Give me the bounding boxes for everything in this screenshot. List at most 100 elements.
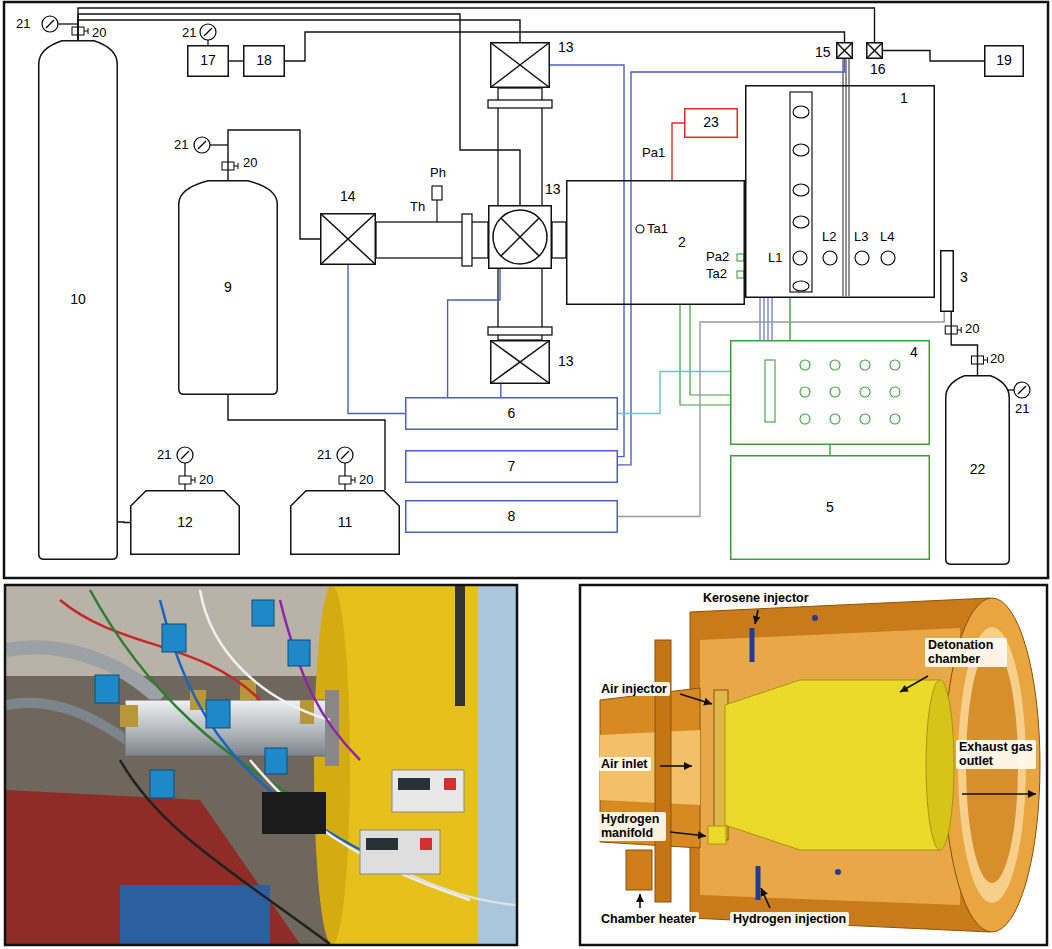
shape-outline	[731, 341, 930, 445]
component-box: 18	[243, 45, 285, 77]
shape-outline	[837, 43, 853, 59]
solenoid-valve: 13	[490, 42, 550, 88]
air-plenum: 2	[566, 180, 745, 305]
shape-outline	[491, 341, 550, 384]
callout-number: 20	[359, 473, 373, 488]
shape-outline	[489, 206, 552, 269]
shape-outline	[188, 46, 229, 77]
combustor-cutaway	[725, 680, 940, 850]
shape-outline	[406, 398, 618, 430]
shape-outline	[491, 341, 550, 384]
sensor-symbol	[737, 271, 744, 278]
gas-cylinder: 22	[945, 375, 1010, 565]
pressure-gauge	[200, 24, 216, 40]
shutoff-valve	[179, 476, 195, 484]
lab-photo	[162, 624, 186, 652]
gas-tank: 11	[290, 490, 400, 555]
signal-bundle	[772, 298, 773, 340]
shape-outline	[491, 341, 550, 384]
shape-outline	[490, 42, 550, 88]
callout-number: 20	[243, 156, 257, 171]
shape-outline	[493, 210, 547, 264]
shape-outline	[837, 43, 853, 59]
lab-photo	[280, 600, 360, 760]
shape-outline	[837, 43, 853, 59]
gauge-line	[58, 23, 78, 24]
callout-number: 21	[16, 17, 30, 32]
lab-photo	[6, 790, 300, 944]
combustor-cutaway	[700, 628, 960, 905]
shape-outline	[567, 181, 745, 305]
controller-box: 8	[405, 500, 618, 533]
callout-number: 21	[174, 138, 188, 153]
shape-outline	[491, 43, 550, 88]
lab-photo	[250, 760, 470, 900]
part-label: Detonation chamber	[925, 638, 1007, 667]
shape-outline	[39, 41, 118, 560]
pipe-line	[228, 395, 385, 490]
air-heater-tube	[462, 214, 472, 266]
shape-outline	[867, 43, 883, 59]
lab-photo	[392, 770, 464, 812]
callout-number: 7	[508, 459, 516, 474]
pressure-gauge	[1014, 382, 1030, 398]
lab-photo	[120, 760, 330, 944]
signal-bundle	[760, 298, 772, 340]
leader-arrow	[755, 610, 758, 624]
combustor-cutaway	[708, 826, 726, 844]
combustor-cutaway	[626, 850, 652, 890]
signal-name: Ta1	[647, 222, 668, 237]
gauge-line	[58, 24, 1014, 490]
sensor-symbol	[432, 186, 442, 200]
signal-name: L4	[880, 230, 894, 245]
pressure-gauge	[42, 16, 1030, 463]
callout-number: 20	[92, 26, 106, 41]
lab-photo	[360, 830, 440, 874]
pressure-gauge	[177, 447, 193, 463]
pipe-line	[78, 14, 520, 205]
callout-number: 22	[970, 462, 986, 477]
shape-outline	[866, 42, 883, 59]
shape-outline	[406, 501, 618, 533]
data-acquisition-box: 5	[730, 455, 930, 560]
shape-outline	[985, 46, 1024, 77]
shape-outline	[867, 43, 883, 59]
pressure-gauge	[337, 447, 353, 463]
lab-photo	[150, 770, 174, 798]
lab-photo	[398, 778, 430, 790]
signal-name: Th	[410, 200, 425, 215]
shape-outline	[941, 251, 954, 312]
part-label: Hydrogen manifold	[598, 812, 666, 841]
pipe-line	[348, 265, 405, 414]
lab-photo	[265, 748, 287, 774]
signal-name: Pa2	[706, 250, 729, 265]
leader-arrow	[670, 832, 706, 836]
combustor-cutaway	[812, 615, 818, 621]
leader-arrow	[660, 765, 692, 767]
part-label: Exhaust gas outlet	[956, 740, 1036, 769]
lab-photo	[330, 586, 516, 944]
shutoff-valve	[945, 326, 961, 334]
part-label: Air inlet	[598, 757, 651, 771]
shape-outline	[321, 214, 376, 265]
shape-outline	[188, 46, 229, 77]
shape-outline	[491, 341, 550, 384]
sensor-wire	[680, 305, 730, 405]
shape-outline	[488, 205, 552, 269]
part-label: Air injector	[598, 682, 670, 696]
pipe-line	[618, 312, 944, 517]
chamber-manifold	[793, 184, 809, 196]
pressure-gauge	[42, 16, 58, 32]
component-box: 17	[187, 45, 229, 77]
callout-number: 21	[157, 448, 171, 463]
lab-photo	[206, 700, 230, 728]
callout-number: 13	[545, 182, 561, 197]
leader-arrow	[640, 610, 1036, 908]
callout-number: 5	[826, 500, 834, 515]
gauge-line	[207, 40, 208, 45]
shape-outline	[746, 86, 935, 298]
lab-photo	[120, 705, 138, 727]
callout-number: 1	[900, 91, 908, 106]
pipe-line	[829, 445, 830, 455]
